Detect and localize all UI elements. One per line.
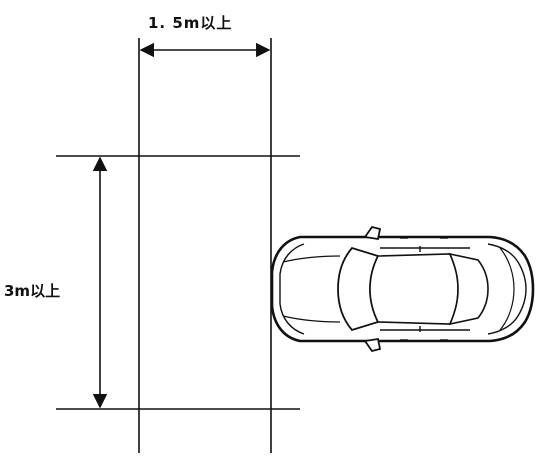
height-dimension-label: 3m以上 (4, 282, 61, 300)
car-top-view-icon (270, 225, 535, 353)
width-dimension-label: 1. 5m以上 (148, 14, 233, 32)
space-boundaries (56, 38, 300, 453)
